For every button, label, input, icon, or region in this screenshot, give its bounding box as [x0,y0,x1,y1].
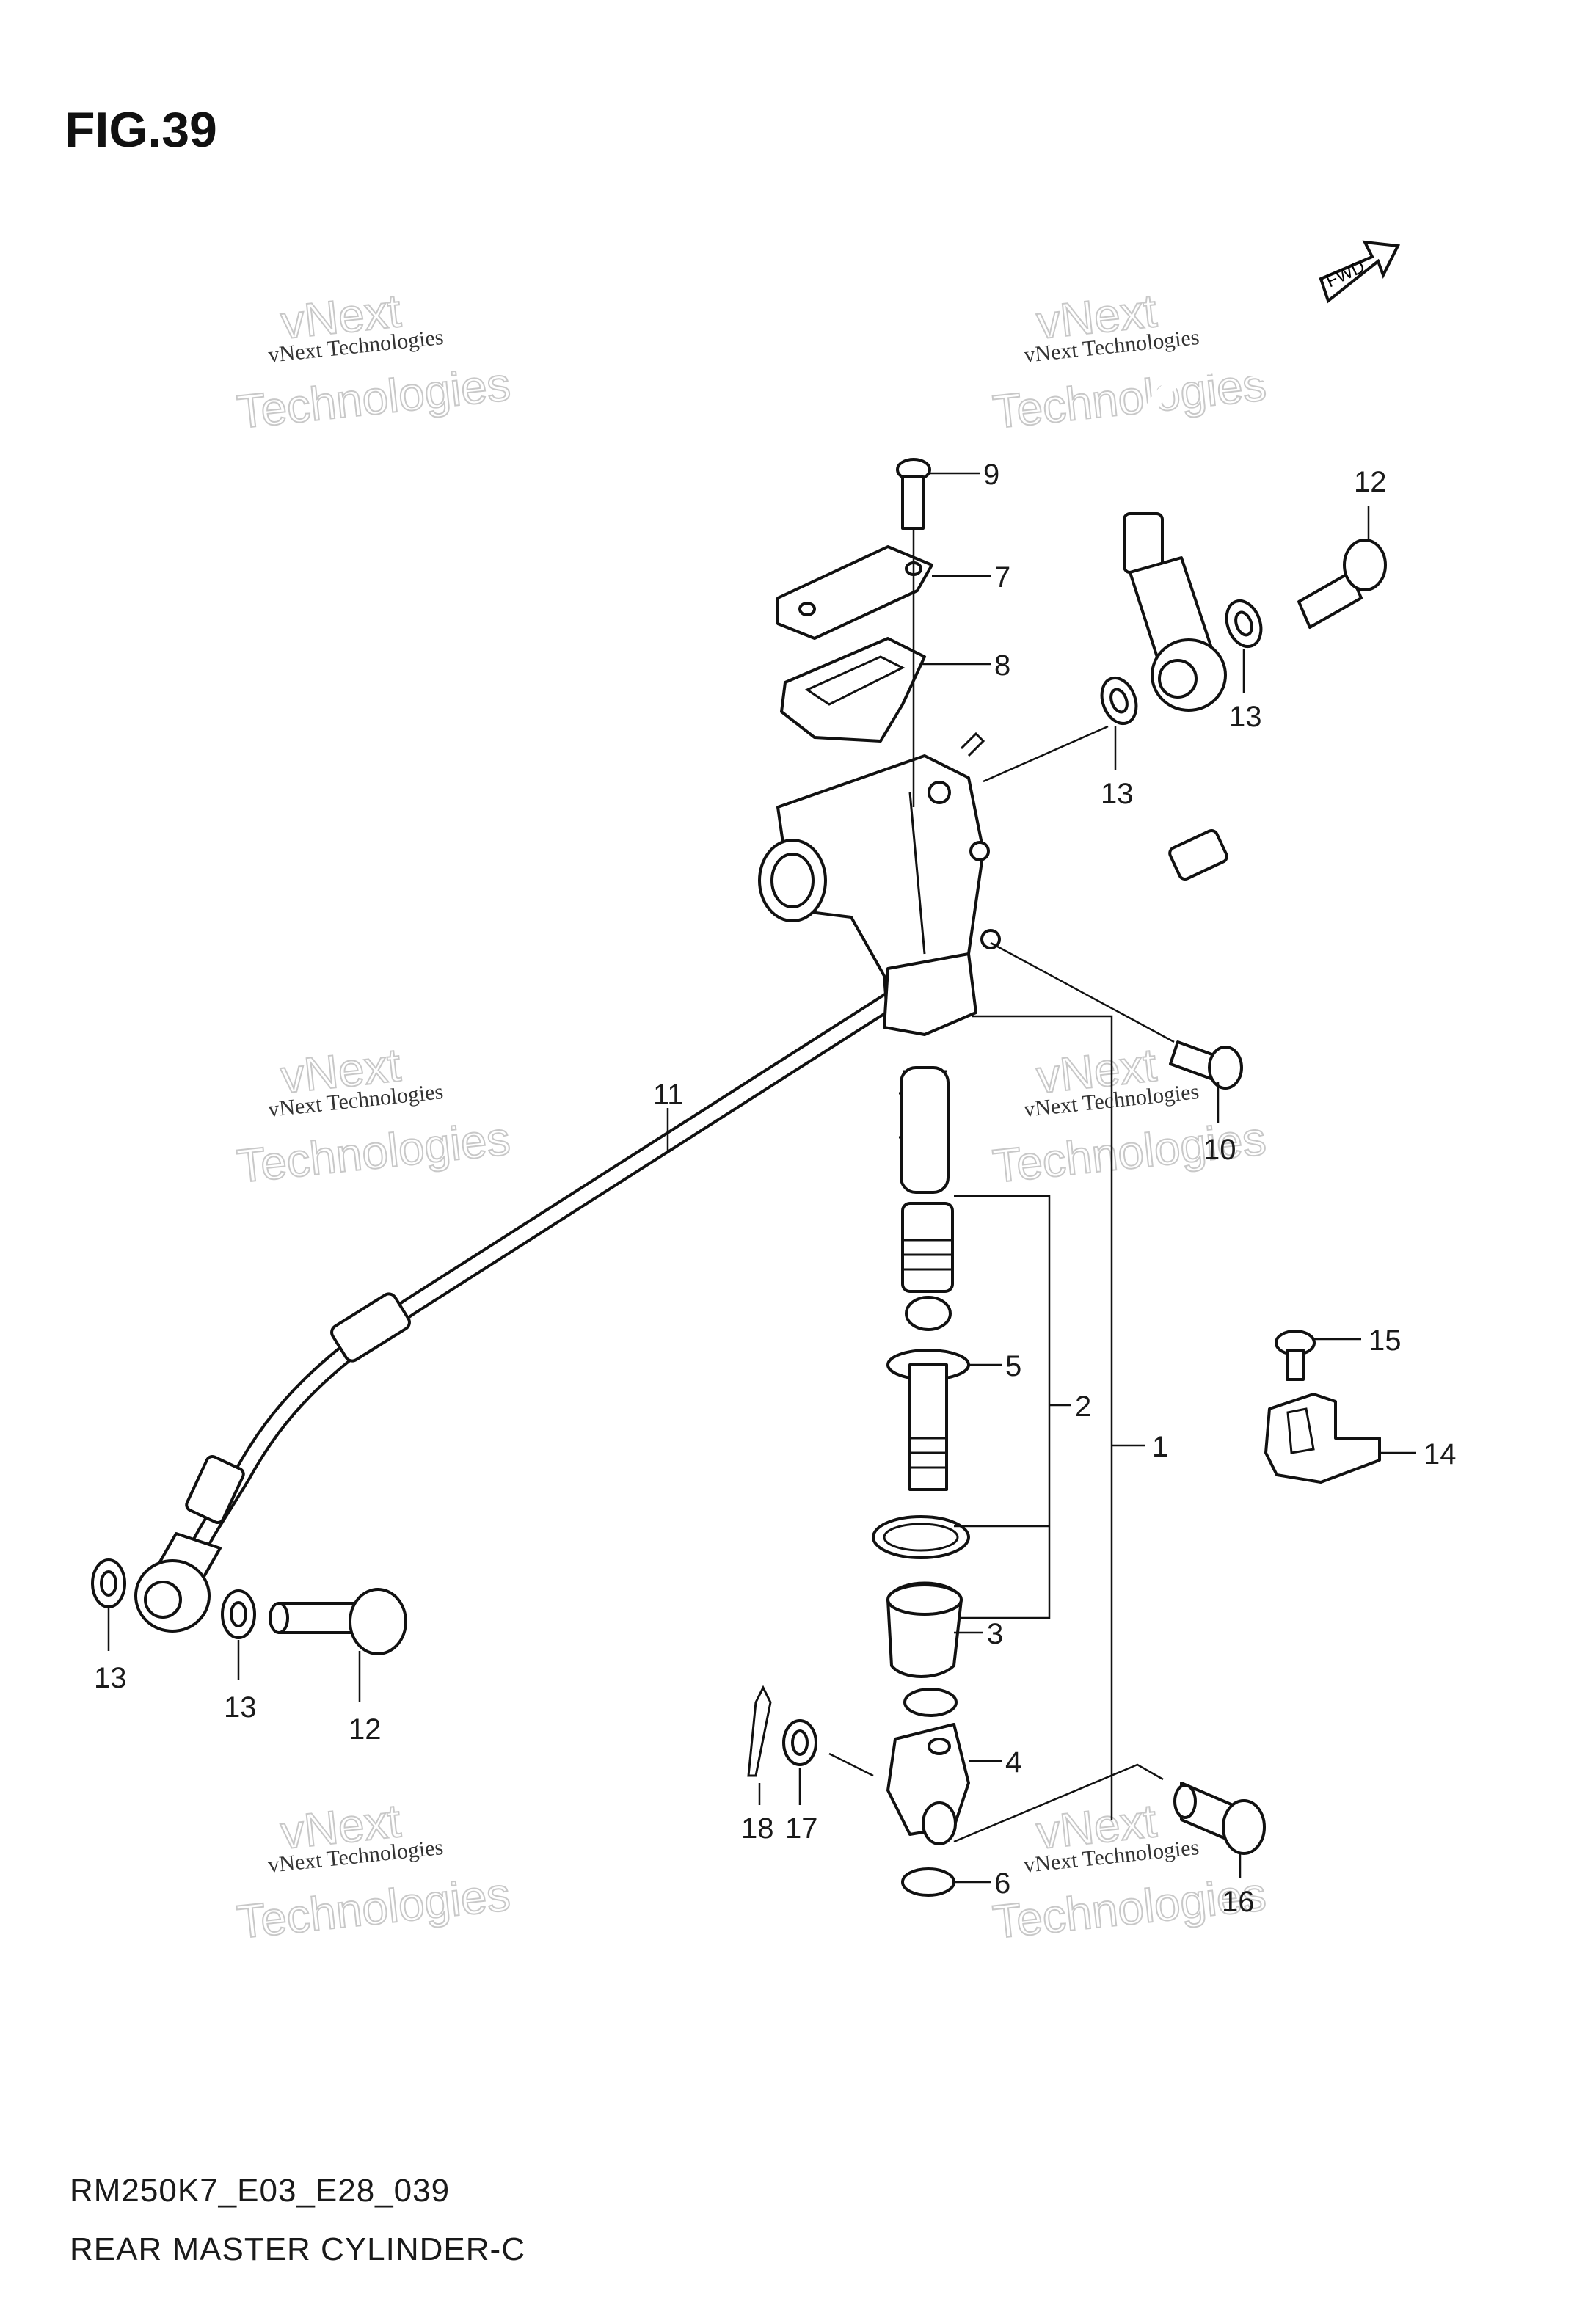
callout-7: 7 [994,561,1010,594]
snap-ring [872,1515,970,1559]
leader-13-upper [983,725,1109,783]
callout-2: 2 [1075,1390,1091,1423]
svg-text:Technologies: Technologies [235,1867,513,1949]
union-bolt-upper [1297,506,1387,629]
cotter-pin [747,1685,772,1805]
callout-4: 4 [1005,1746,1021,1779]
callout-11: 11 [653,1079,684,1111]
callout-17: 17 [785,1812,818,1845]
callout-6: 6 [994,1867,1010,1900]
washer-upper-a [1100,677,1138,770]
group-bracket-2 [954,1195,1071,1619]
callout-10: 10 [1203,1134,1236,1166]
callout-12-upper: 12 [1354,466,1387,498]
piston-cup [901,1202,954,1293]
spring [899,1066,950,1194]
clevis [886,1723,1002,1845]
callout-14: 14 [1424,1438,1457,1470]
watermark-top-left: vNext vNext Technologies Technologies [234,283,514,440]
dust-boot [886,1581,983,1678]
watermark-bottom-left: vNext vNext Technologies Technologies [234,1793,514,1950]
diagram-code: RM250K7_E03_E28_039 [70,2173,450,2209]
callout-12-lower: 12 [349,1713,382,1746]
callout-3: 3 [987,1618,1003,1650]
diagram-title: REAR MASTER CYLINDER-C [70,2231,525,2267]
reservoir-cap-screw [896,458,980,530]
callout-15: 15 [1369,1324,1402,1357]
callout-5: 5 [1005,1350,1021,1382]
clevis-washer [782,1719,874,1805]
callout-8: 8 [994,649,1010,682]
watermark-top-right: vNext vNext Technologies Technologies [990,283,1269,440]
callout-13-a: 13 [1101,778,1134,810]
lower-banjo-fitting [134,1532,222,1633]
fwd-arrow-icon: FWD [1319,240,1401,304]
callout-9: 9 [983,459,999,491]
reservoir-diaphragm [780,637,991,743]
svg-text:Technologies: Technologies [235,1112,513,1193]
washer-lower-a [91,1558,126,1651]
clamp-screw [1275,1330,1361,1381]
mounting-bolt [990,941,1243,1123]
push-rod [886,1296,1002,1491]
watermark-mid-left: vNext vNext Technologies Technologies [234,1038,514,1194]
callout-13-c: 13 [94,1662,127,1694]
group-bracket-1 [972,1015,1145,1820]
washer-upper-b [1225,599,1263,693]
union-bolt-lower [269,1588,407,1702]
svg-text:Technologies: Technologies [235,357,513,439]
callout-16: 16 [1222,1886,1255,1918]
hose-clamp [1264,1393,1416,1484]
lower-brake-hose [185,975,922,1553]
clevis-pin [953,1763,1266,1878]
callout-13-b: 13 [1229,701,1262,733]
upper-brake-hose [966,361,1327,952]
clevis-nut [901,1867,991,1897]
master-cylinder-body [758,732,1001,1036]
upper-banjo-fitting [1129,556,1227,712]
reservoir-cap [776,545,991,640]
washer-lower-b [221,1589,256,1680]
figure-title: FIG.39 [65,102,217,158]
lock-nut [903,1688,958,1717]
callout-1: 1 [1152,1431,1168,1463]
callout-13-d: 13 [224,1691,257,1724]
callout-18: 18 [741,1812,774,1845]
